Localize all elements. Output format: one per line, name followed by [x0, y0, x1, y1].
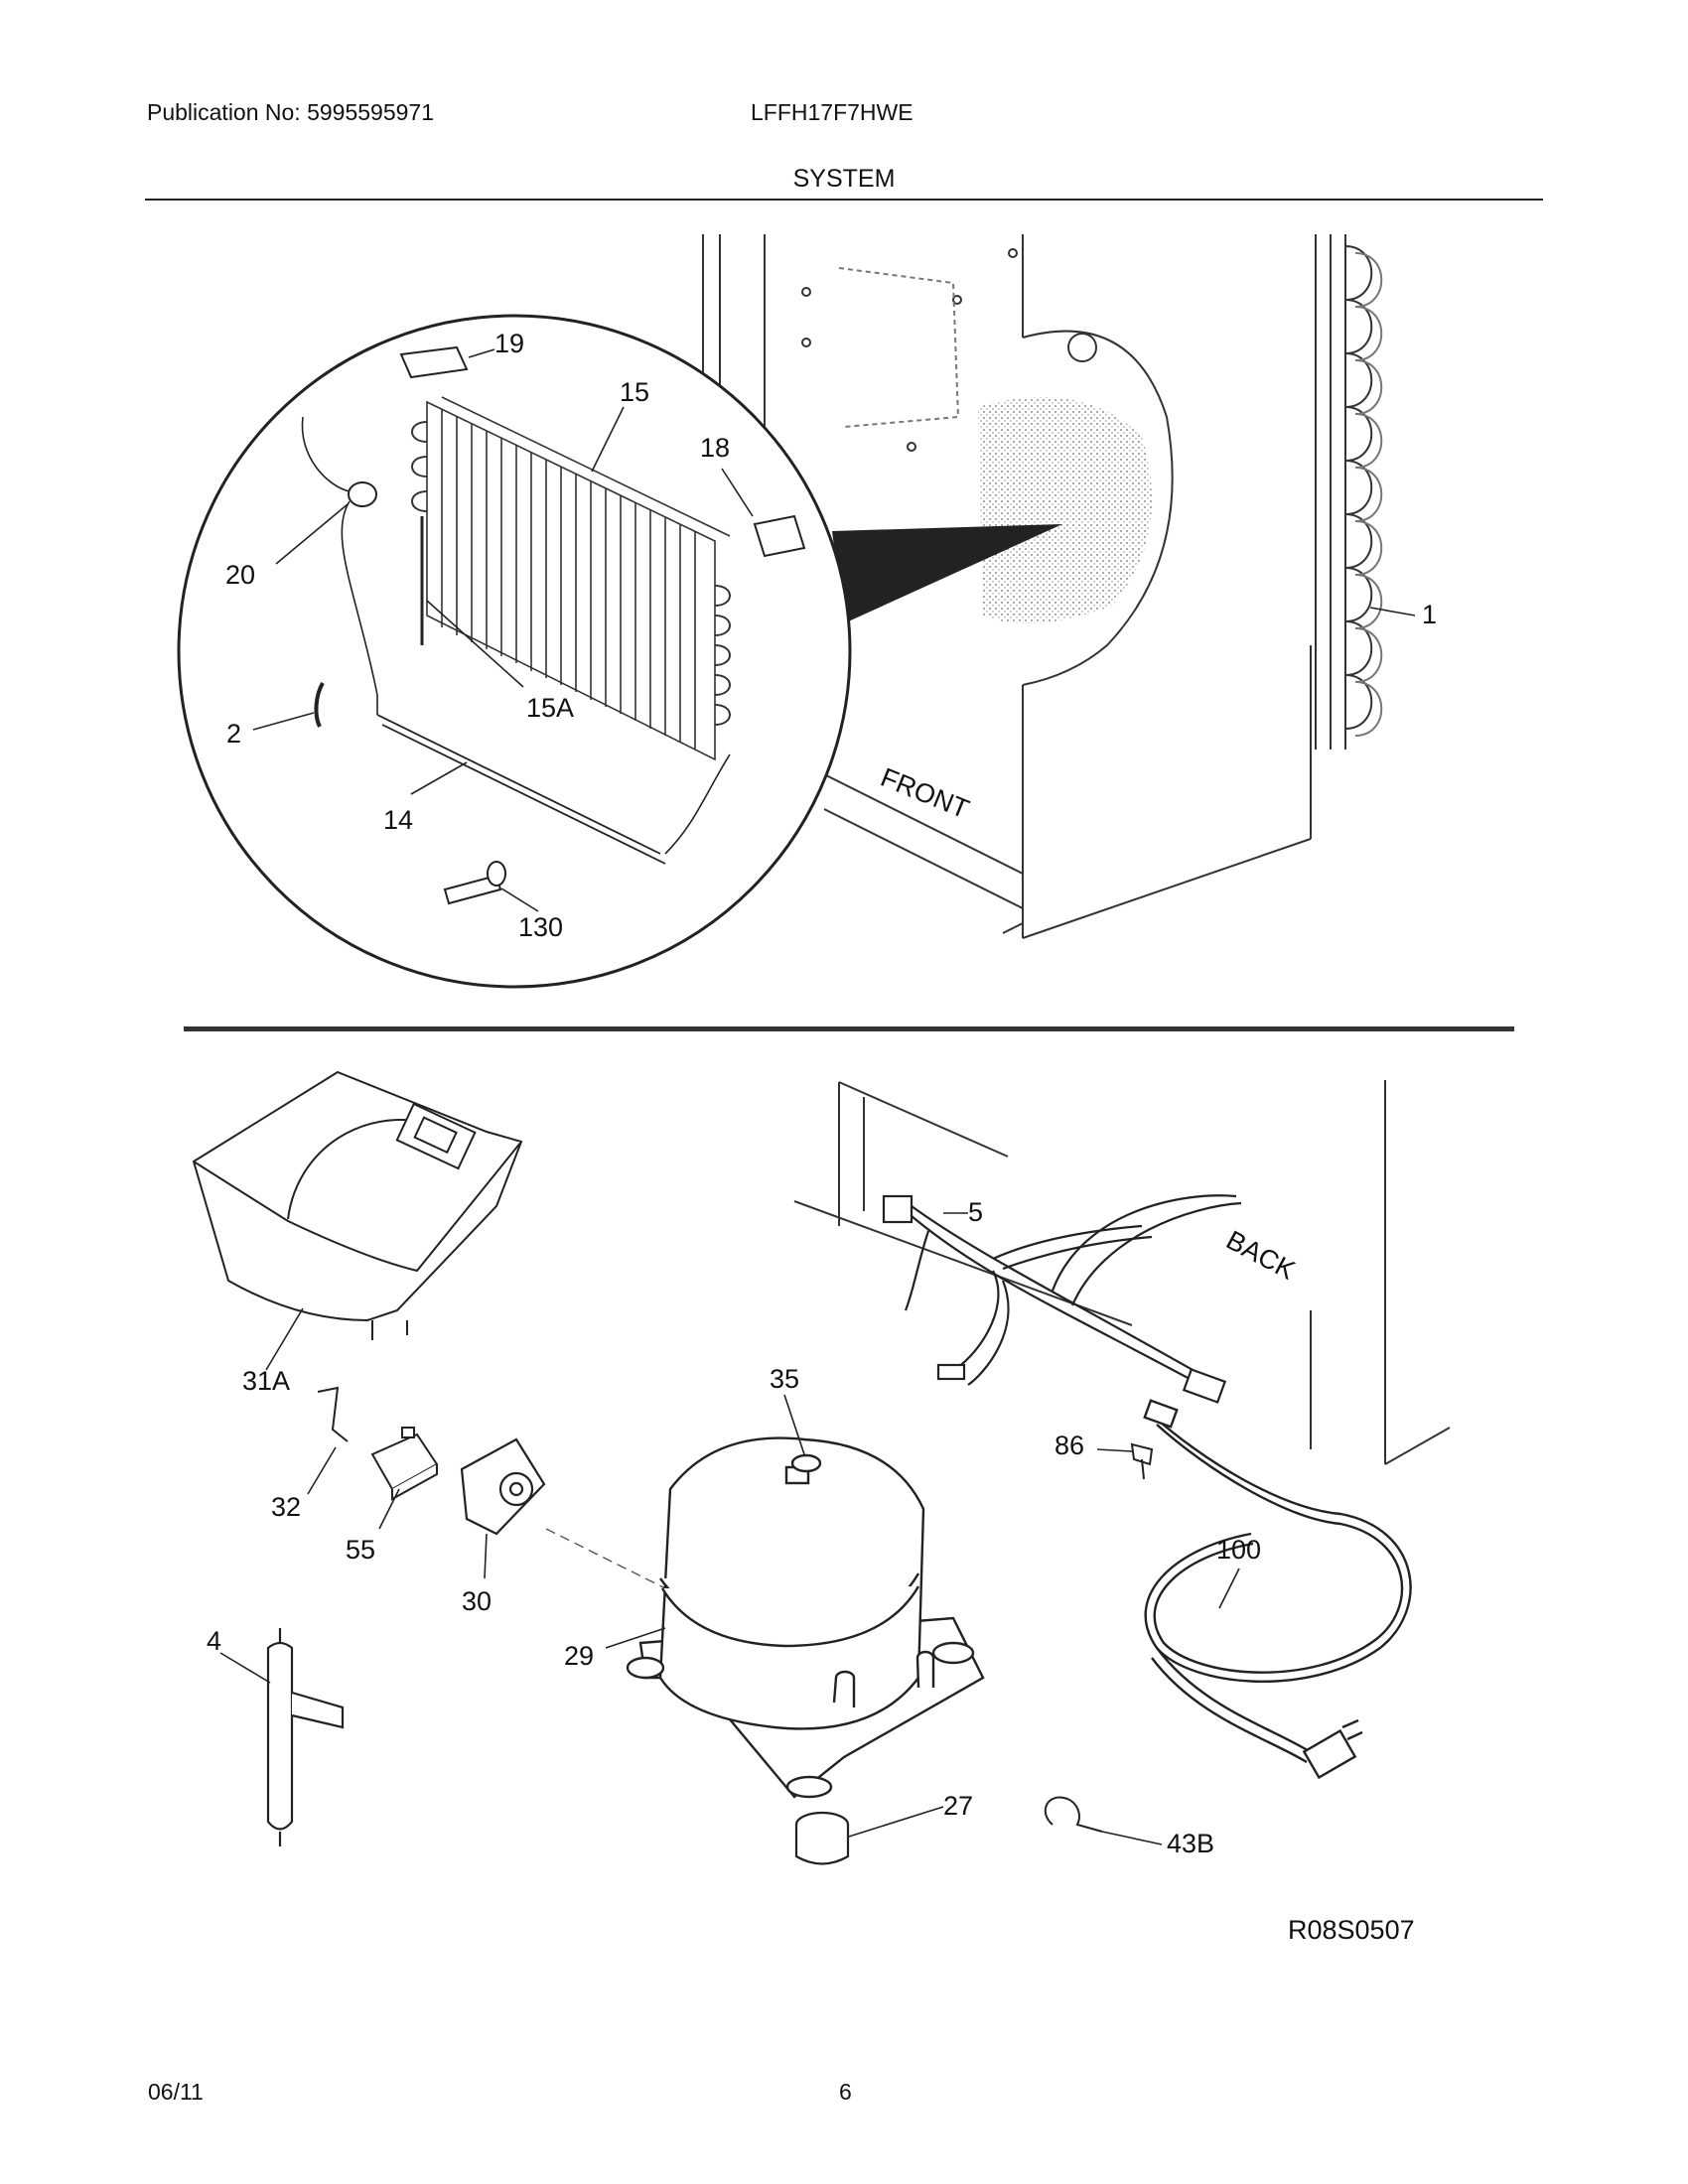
leader-43b: [1101, 1831, 1163, 1845]
callout-1: 1: [1422, 600, 1437, 629]
callout-2: 2: [226, 719, 241, 749]
callout-19: 19: [494, 329, 524, 358]
leader-32: [307, 1446, 337, 1495]
callout-30: 30: [462, 1586, 492, 1616]
detail-lens: [177, 314, 852, 989]
leader-15a: [426, 600, 524, 688]
leader-4: [219, 1652, 271, 1684]
cabinet-back-outline: [793, 1080, 1451, 1465]
callout-86: 86: [1055, 1431, 1084, 1460]
callout-20: 20: [225, 560, 255, 590]
leader-14: [410, 761, 468, 795]
callout-27: 27: [943, 1791, 973, 1821]
leader-15: [591, 406, 625, 473]
defrost-thermostat: [348, 481, 377, 507]
leader-29: [605, 1627, 666, 1649]
footer-date: 06/11: [148, 2079, 204, 2105]
leader-86: [1096, 1448, 1133, 1452]
callout-4: 4: [207, 1626, 221, 1656]
stippled-area: [978, 397, 1152, 623]
foam-pad-19: [399, 345, 469, 379]
drain-clip: [314, 681, 325, 728]
filter-drier: [266, 1628, 345, 1846]
leader-1: [1369, 607, 1416, 616]
callout-43b: 43B: [1167, 1829, 1214, 1858]
leader-130: [500, 887, 539, 912]
power-cord: [1143, 1399, 1412, 1780]
evaporator-tube-bends: [411, 421, 731, 726]
cord-clip: [1044, 1796, 1103, 1833]
model-number: LFFH17F7HWE: [751, 99, 914, 125]
drain-tube: [376, 714, 666, 865]
drain-fitting: [443, 861, 506, 905]
front-label: FRONT: [877, 762, 973, 825]
section-title: SYSTEM: [792, 165, 896, 193]
leader-31a: [265, 1307, 304, 1371]
callout-32: 32: [271, 1492, 301, 1522]
callout-14: 14: [383, 805, 413, 835]
callout-15: 15: [620, 377, 649, 407]
callout-35: 35: [770, 1364, 799, 1394]
leader-30: [484, 1533, 488, 1579]
leader-18: [721, 468, 754, 517]
diagram-code: R08S0507: [1288, 1915, 1415, 1945]
leader-20: [275, 503, 349, 565]
wire-harness: [882, 1194, 1242, 1404]
leader-2: [252, 712, 315, 731]
dashed-connection: [545, 1528, 686, 1599]
condenser-coil: [1315, 234, 1383, 750]
overload-protector: [370, 1427, 439, 1501]
compressor: [626, 1436, 985, 1799]
section-divider: [184, 1026, 1514, 1031]
zoom-pointer: [832, 524, 1062, 623]
foam-pad-18: [753, 514, 806, 558]
callout-130: 130: [518, 912, 563, 942]
publication-number: Publication No: 5995595971: [147, 99, 435, 125]
evaporator-fins: [426, 396, 731, 761]
callout-15a: 15A: [526, 693, 574, 723]
callout-18: 18: [700, 433, 730, 463]
leader-19: [468, 348, 495, 358]
header-rule: [145, 199, 1543, 201]
callout-29: 29: [564, 1641, 594, 1671]
leader-55: [378, 1488, 400, 1530]
callout-31a: 31A: [242, 1366, 290, 1396]
start-relay: [460, 1437, 546, 1536]
callout-5: 5: [968, 1197, 983, 1227]
page-number: 6: [839, 2079, 852, 2105]
compressor-grommet: [794, 1811, 850, 1865]
leader-35: [783, 1394, 805, 1455]
back-label: BACK: [1221, 1225, 1300, 1286]
leader-100: [1218, 1568, 1240, 1609]
leader-27: [848, 1806, 944, 1838]
drain-pan: [192, 1070, 523, 1340]
ground-screw: [1130, 1442, 1154, 1480]
relay-clip: [317, 1386, 349, 1442]
callout-100: 100: [1216, 1535, 1261, 1565]
callout-55: 55: [346, 1535, 375, 1565]
